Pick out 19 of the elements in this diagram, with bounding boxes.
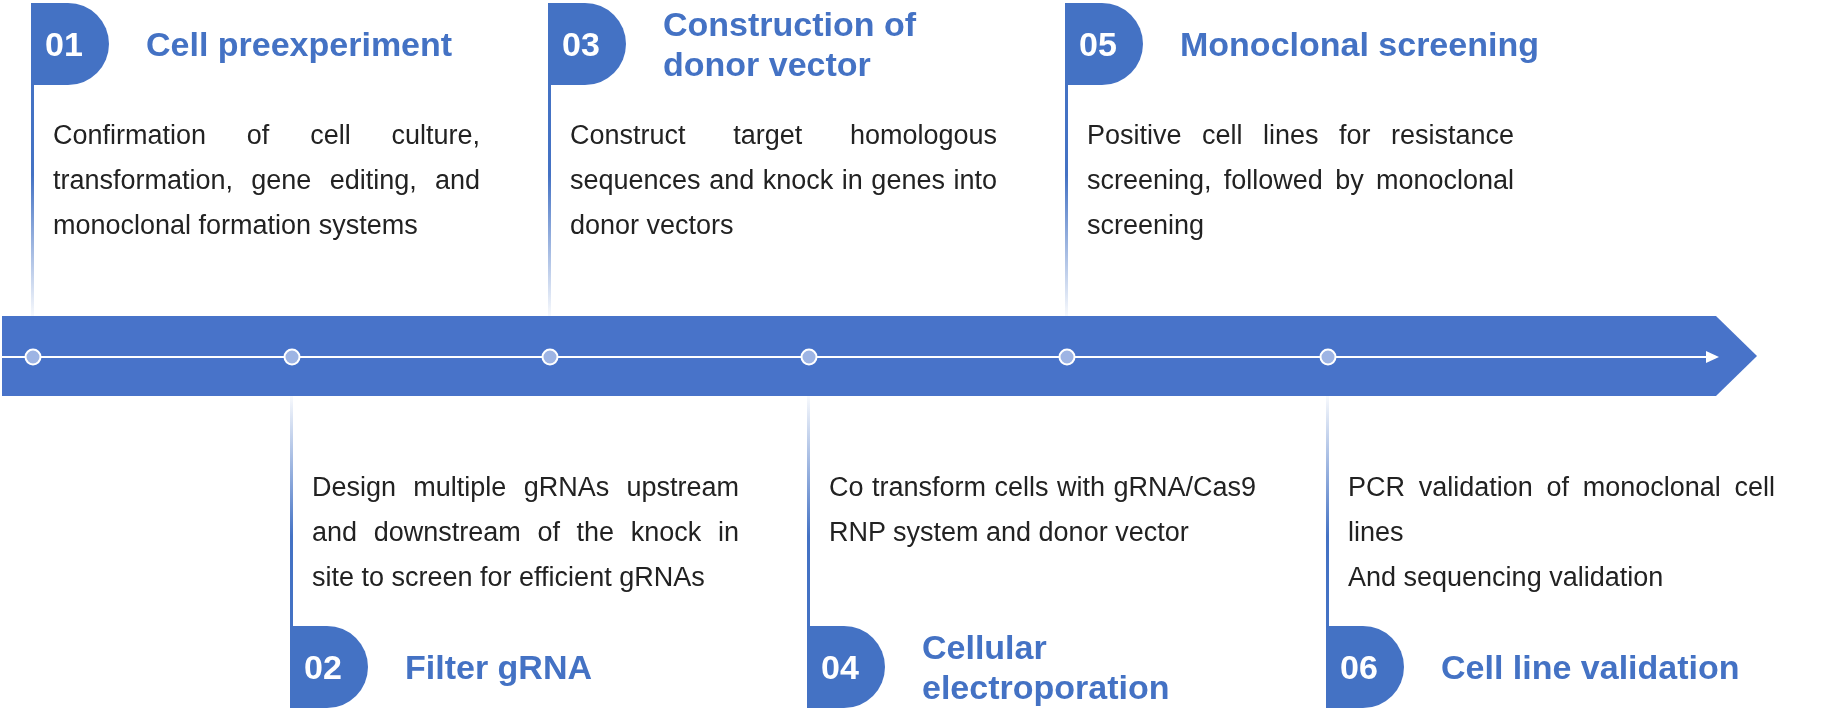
step-description: PCR validation of monoclonal cell lines <box>1348 471 1775 549</box>
step-number-tab: 02 <box>290 626 368 708</box>
step-number-tab: 03 <box>548 3 626 85</box>
step-description: Construct target homologous sequences and knock in genes into donor vectors <box>570 119 997 242</box>
step-description: Positive cell lines for resistance screening, followed by monoclonal screening <box>1087 119 1514 242</box>
step-title: Filter gRNA <box>405 647 592 687</box>
step-title: Construction of donor vector <box>663 4 918 84</box>
step-description: And sequencing validation <box>1348 561 1665 594</box>
step-number-tab: 05 <box>1065 3 1143 85</box>
step-description: Co transform cells with gRNA/Cas9 RNP system and donor vector <box>829 471 1256 549</box>
step-description: Design multiple gRNAs upstream and downstream of the knock in site to screen for efficient gRNAs <box>312 471 739 594</box>
step-number-tab: 06 <box>1326 626 1404 708</box>
step-title: Cellular electroporation <box>922 627 1171 707</box>
step-title: Cell preexperiment <box>146 24 453 64</box>
step-number-tab: 04 <box>807 626 885 708</box>
step-number-tab: 01 <box>31 3 109 85</box>
step-description: Confirmation of cell culture, transformation, gene editing, and monoclonal formation systems <box>53 119 480 242</box>
step-title: Monoclonal screening <box>1180 24 1539 64</box>
step-title: Cell line validation <box>1441 647 1740 687</box>
